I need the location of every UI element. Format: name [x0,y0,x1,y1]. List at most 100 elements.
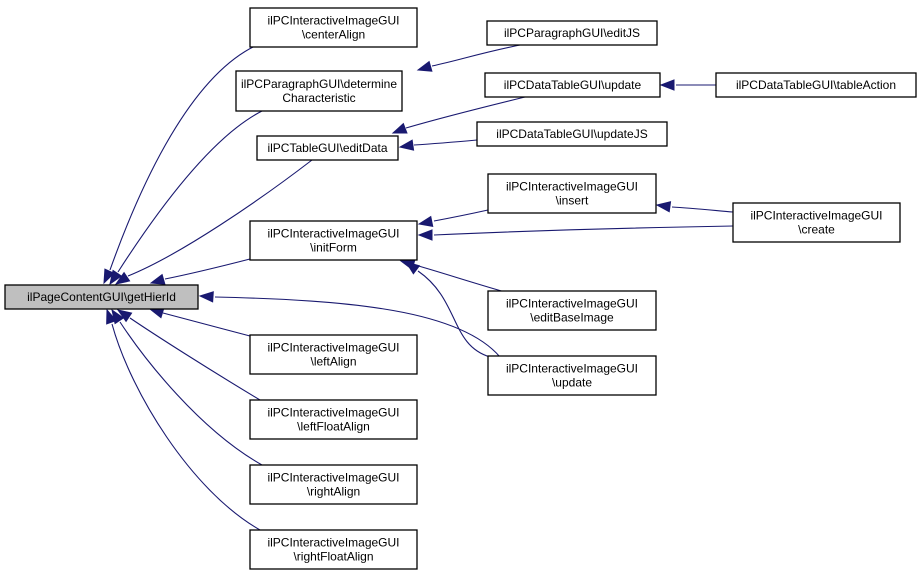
node-box[interactable] [715,72,917,98]
edge-line [433,209,489,222]
edge-line [417,270,491,358]
edge-line [162,312,251,337]
edge-centerAlign-to-getHierId [103,45,256,285]
node-label: ilPCTableGUI\editData [267,141,387,155]
edge-dtUpdate-to-editData [391,96,526,134]
node-box[interactable] [487,290,657,331]
node-label: ilPCDataTableGUI\updateJS [496,127,647,141]
arrowhead-icon [391,122,408,134]
edge-line [414,264,506,293]
node-box[interactable] [249,529,418,570]
node-label: ilPCInteractiveImageGUI [506,180,638,194]
node-label: \insert [556,194,589,208]
node-label: ilPCInteractiveImageGUI [506,297,638,311]
node-box[interactable] [256,135,399,161]
node-edit-data[interactable]: ilPCTableGUI\editData [256,135,399,161]
arrowhead-icon [417,215,434,227]
node-label: ilPageContentGUI\getHierId [27,290,176,304]
node-label: \create [798,223,835,237]
node-label: ilPCInteractiveImageGUI [506,362,638,376]
arrowhead-icon [149,273,166,285]
node-box[interactable] [4,284,199,310]
arrowhead-icon [416,60,433,72]
node-label: ilPCInteractiveImageGUI [267,14,399,28]
node-box[interactable] [249,7,418,48]
arrowhead-icon [398,139,415,151]
node-update-js[interactable]: ilPCDataTableGUI\updateJS [476,121,668,147]
node-box[interactable] [484,72,661,98]
node-label: \rightAlign [307,485,360,499]
edge-editData-to-getHierId [114,159,313,285]
node-center-align[interactable]: ilPCInteractiveImageGUI\centerAlign [249,7,418,48]
edge-line [413,139,478,146]
arrowhead-icon [417,229,433,241]
node-label: ilPCInteractiveImageGUI [267,341,399,355]
node-box[interactable] [235,70,403,112]
node-label: ilPCParagraphGUI\determine [241,77,397,91]
nodes-layer: ilPageContentGUI\getHierId ilPCInteractiv… [4,7,917,570]
node-label: ilPCInteractiveImageGUI [267,406,399,420]
node-right-float-align[interactable]: ilPCInteractiveImageGUI\rightFloatAlign [249,529,418,570]
node-box[interactable] [476,121,668,147]
node-label: \leftFloatAlign [297,420,370,434]
node-edit-js[interactable]: ilPCParagraphGUI\editJS [486,20,658,46]
node-label: ilPCDataTableGUI\tableAction [736,78,896,92]
arrowhead-icon [116,309,133,323]
edge-line [671,206,734,213]
edge-iiUpdate-to-getHierId [198,291,501,358]
edge-create-to-initForm [417,225,734,241]
edge-line [111,323,261,531]
edge-tableAction-to-dtUpdate [659,79,716,91]
node-box[interactable] [249,464,418,505]
node-box[interactable] [487,173,657,214]
edge-line [127,159,313,277]
arrowhead-icon [655,201,672,213]
node-label: ilPCParagraphGUI\editJS [504,26,640,40]
node-label: \leftAlign [310,355,356,369]
node-left-float-align[interactable]: ilPCInteractiveImageGUI\leftFloatAlign [249,399,418,440]
edge-line [214,296,501,358]
node-create[interactable]: ilPCInteractiveImageGUI\create [732,202,901,243]
edge-determineCharacteristic-to-getHierId [109,110,263,286]
node-box[interactable] [486,20,658,46]
node-box[interactable] [249,399,418,440]
edge-line [109,45,256,271]
arrowhead-icon [106,308,117,325]
node-edit-base-image[interactable]: ilPCInteractiveImageGUI\editBaseImage [487,290,657,331]
arrowhead-icon [198,291,214,303]
node-box[interactable] [249,220,418,261]
node-right-align[interactable]: ilPCInteractiveImageGUI\rightAlign [249,464,418,505]
node-label: \editBaseImage [530,311,614,325]
node-label: ilPCInteractiveImageGUI [267,536,399,550]
node-box[interactable] [487,355,657,396]
edge-line [431,44,521,67]
edge-line [405,96,526,129]
node-insert[interactable]: ilPCInteractiveImageGUI\insert [487,173,657,214]
edge-rightFloatAlign-to-getHierId [106,308,261,531]
node-table-action[interactable]: ilPCDataTableGUI\tableAction [715,72,917,98]
edge-updateJS-to-editData [398,139,478,151]
node-box[interactable] [249,334,418,375]
node-get-hier-id[interactable]: ilPageContentGUI\getHierId [4,284,199,310]
node-box[interactable] [732,202,901,243]
arrowhead-icon [659,79,675,91]
edge-leftAlign-to-getHierId [148,307,251,337]
edge-line [433,225,734,236]
edge-iiUpdate-to-initForm [404,261,491,358]
node-init-form[interactable]: ilPCInteractiveImageGUI\initForm [249,220,418,261]
edge-line [129,317,261,401]
arrowhead-icon [103,268,115,285]
edge-initForm-to-getHierId [149,258,251,285]
node-left-align[interactable]: ilPCInteractiveImageGUI\leftAlign [249,334,418,375]
edge-create-to-insert [655,201,734,213]
edges-layer [103,44,734,531]
edge-line [164,258,251,280]
arrowhead-icon [114,271,131,285]
node-label: \initForm [310,241,357,255]
arrowhead-icon [404,261,421,275]
node-label: \update [552,376,592,390]
node-ii-update[interactable]: ilPCInteractiveImageGUI\update [487,355,657,396]
node-dt-update[interactable]: ilPCDataTableGUI\update [484,72,661,98]
